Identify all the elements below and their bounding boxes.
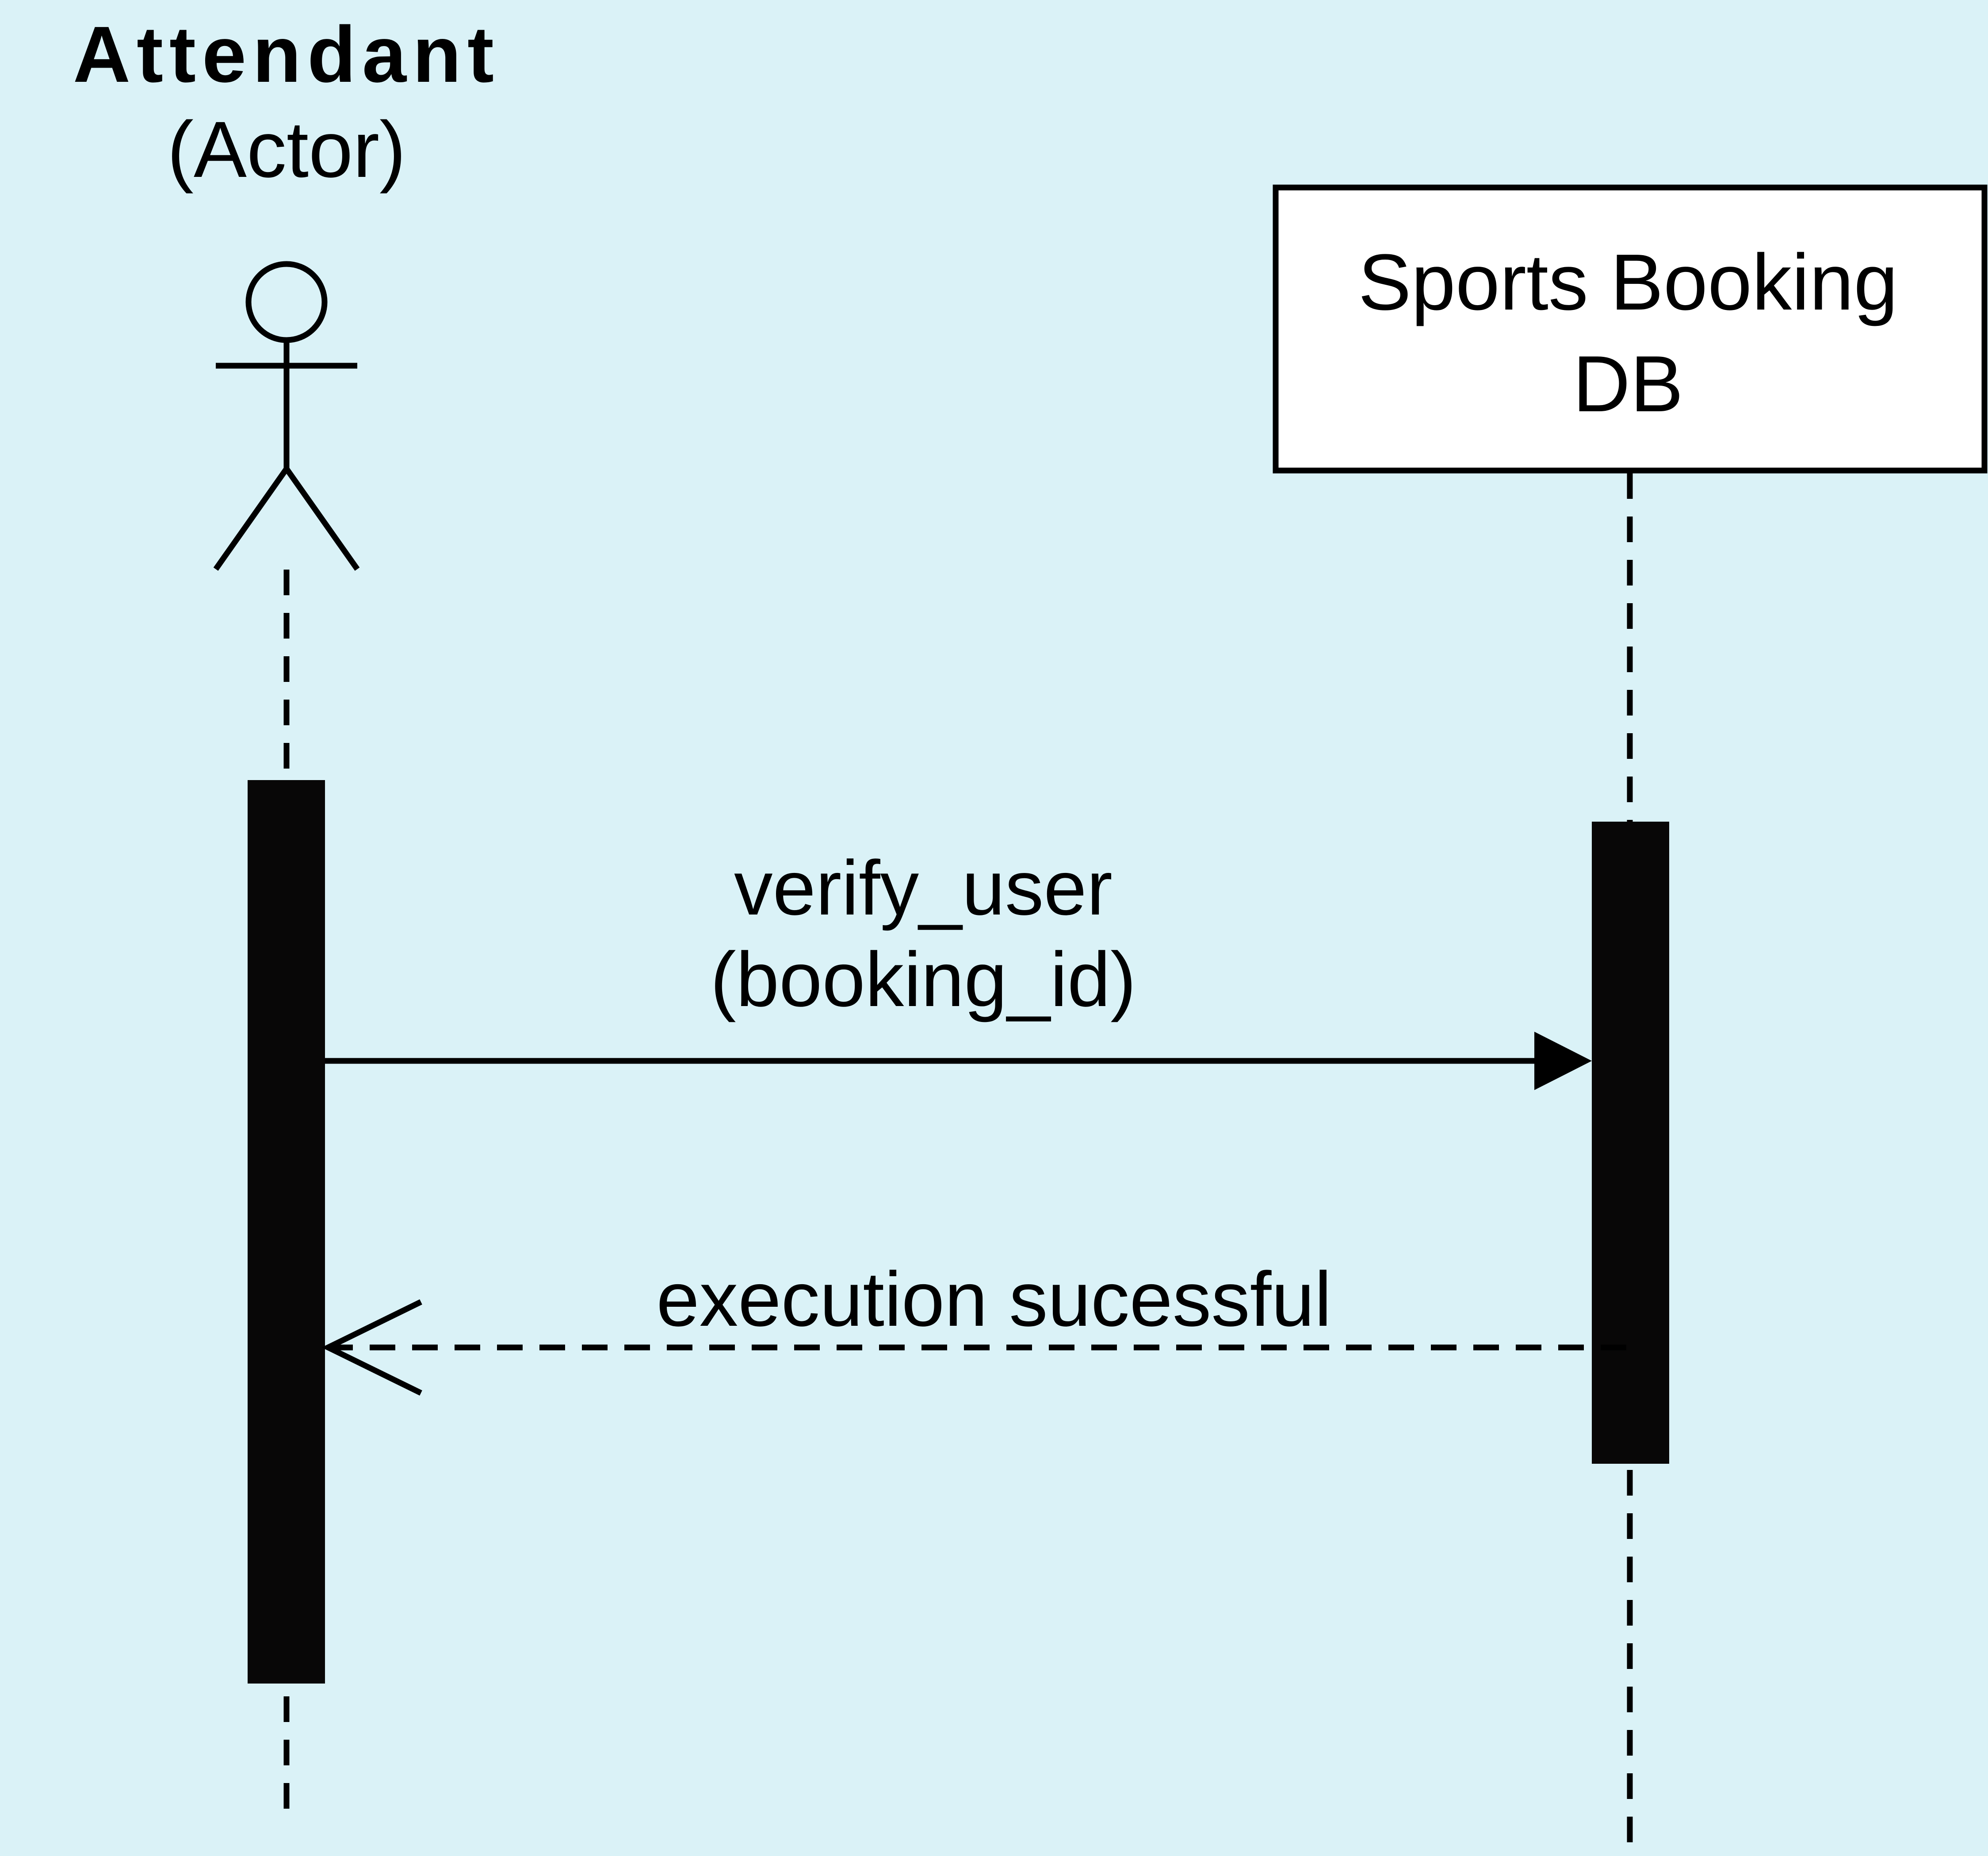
message-1-label-line2: (booking_id) — [710, 937, 1136, 1023]
actor-role: (Actor) — [167, 105, 406, 194]
participant-box — [1273, 184, 1988, 474]
message-1-arrowhead — [1534, 1032, 1592, 1090]
message-1-label-line1: verify_user — [734, 845, 1113, 931]
participant-label-line2: DB — [1573, 340, 1683, 429]
participant-label-line1: Sports Booking — [1358, 238, 1898, 327]
message-2-label: execution sucessful — [656, 1256, 1331, 1343]
stick-figure-left-leg — [213, 467, 289, 571]
actor-activation-bar — [248, 780, 325, 1684]
stick-figure-icon — [213, 261, 360, 571]
actor-name: Attendant — [73, 10, 500, 99]
stick-figure-right-leg — [284, 467, 360, 571]
participant-activation-bar — [1592, 822, 1669, 1464]
message-2-arrowhead — [321, 1299, 422, 1396]
